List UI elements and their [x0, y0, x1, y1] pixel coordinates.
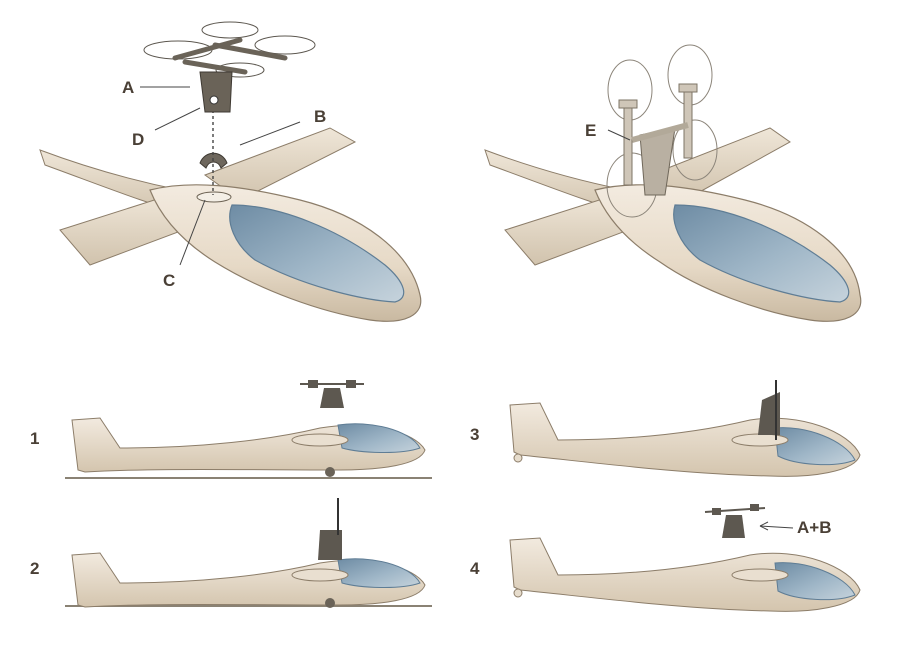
glider-perspective-right	[484, 44, 862, 322]
side4-drone-detached	[704, 504, 794, 538]
side2-canopy	[337, 558, 421, 589]
left-glider-canopy	[229, 204, 405, 303]
label-d: D	[132, 130, 145, 149]
side4-fuselage	[509, 537, 861, 612]
side3-drone-raising	[758, 380, 780, 440]
side2-drone-docked	[318, 498, 342, 560]
side1-fuselage	[71, 417, 426, 473]
side4-canopy	[774, 562, 856, 601]
step-1-label: 1	[30, 429, 40, 448]
step-2-label: 2	[30, 559, 40, 578]
drone-e-mounted	[606, 44, 718, 218]
label-a-plus-b: A+B	[797, 518, 832, 537]
glider-perspective-left	[39, 21, 422, 322]
label-e: E	[585, 121, 597, 140]
side2-fuselage	[71, 552, 426, 608]
side-view-2	[65, 498, 432, 608]
drone-a	[143, 21, 316, 113]
label-c: C	[163, 271, 176, 290]
side-view-1	[65, 380, 432, 479]
mount-hole	[196, 191, 232, 203]
step-4-label: 4	[470, 559, 480, 578]
step-3-label: 3	[470, 425, 480, 444]
label-a: A	[122, 78, 135, 97]
side1-canopy	[337, 423, 421, 454]
right-glider-canopy	[673, 204, 850, 303]
side1-drone	[300, 380, 364, 408]
side3-canopy	[774, 427, 856, 466]
label-b: B	[314, 107, 327, 126]
side-view-4	[509, 504, 861, 612]
side-view-3	[509, 380, 861, 477]
